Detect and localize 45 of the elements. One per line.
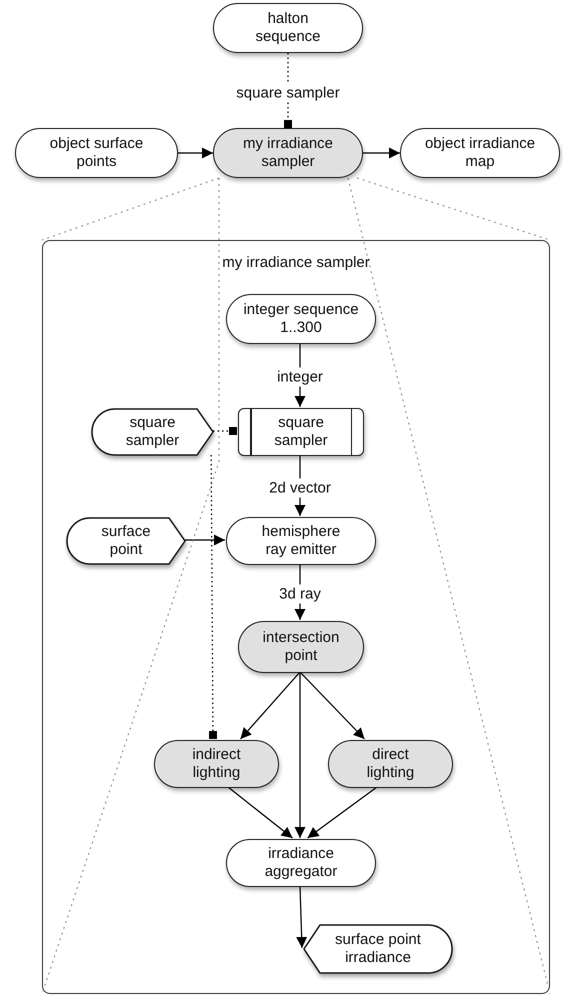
- group-frame: [42, 240, 550, 994]
- arrow: [300, 672, 365, 740]
- rounded-box: [328, 740, 453, 788]
- subprocess-box: [238, 408, 364, 456]
- node-label: halton sequence: [254, 10, 322, 46]
- projection-line: [356, 178, 550, 240]
- dotted-connector: [213, 427, 237, 435]
- node-label: surface point irradiance: [334, 931, 422, 967]
- input-port: [66, 517, 186, 565]
- arrow: [228, 786, 293, 838]
- rounded-box: [15, 128, 178, 178]
- node-label: surface point: [100, 523, 152, 559]
- group-heading: my irradiance sampler: [222, 254, 370, 272]
- node-label: square sampler: [124, 414, 180, 450]
- node-label: indirect lighting: [191, 746, 242, 782]
- rounded-box: [238, 621, 364, 673]
- node-label: intersection point: [262, 629, 340, 665]
- arrow: [178, 148, 213, 158]
- node-label: direct lighting: [366, 746, 416, 782]
- projection-line: [348, 178, 550, 994]
- arrow: [240, 672, 300, 740]
- output-port: [303, 924, 453, 974]
- rounded-box: [213, 128, 363, 178]
- node-label: object surface points: [48, 135, 144, 171]
- rounded-box: [154, 740, 279, 788]
- projection-line: [42, 178, 220, 994]
- node-label: my irradiance sampler: [242, 135, 334, 171]
- rounded-box: [226, 517, 376, 565]
- node-label: object irradiance map: [424, 135, 536, 171]
- arrow: [185, 534, 225, 546]
- arrow: [294, 672, 306, 838]
- rounded-box: [213, 3, 363, 53]
- input-port: [91, 408, 214, 456]
- dotted-connector: [208, 455, 217, 740]
- node-label: hemisphere ray emitter: [260, 523, 342, 559]
- arrow: [307, 786, 378, 838]
- rounded-box: [226, 294, 376, 344]
- projection-line: [42, 178, 220, 240]
- node-label: square sampler: [273, 414, 329, 450]
- arrow: [296, 886, 308, 948]
- arrow: [363, 148, 400, 158]
- node-label: irradiance aggregator: [264, 845, 338, 881]
- node-label: integer sequence 1..300: [242, 301, 360, 337]
- rounded-box: [226, 839, 376, 887]
- rounded-box: [400, 128, 560, 178]
